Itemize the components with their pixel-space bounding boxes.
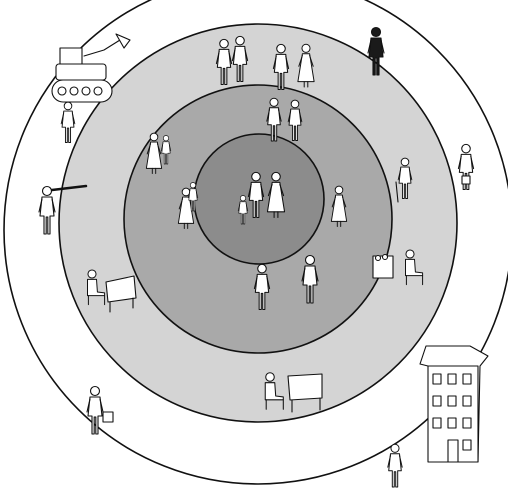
market-seller-figure	[372, 249, 424, 286]
walker-bottom-figure	[387, 443, 403, 488]
soldier-figure	[38, 184, 88, 235]
rings-group	[3, 0, 508, 485]
clerk-desk-figure	[264, 372, 323, 413]
bulldozer-figure	[51, 33, 131, 143]
man-briefcase-left-figure	[86, 385, 114, 435]
traveler-right-figure	[457, 143, 475, 191]
office-building-figure	[419, 345, 489, 463]
teacher-desk-figure	[87, 269, 137, 313]
elderly-man-cane-figure	[395, 157, 413, 203]
